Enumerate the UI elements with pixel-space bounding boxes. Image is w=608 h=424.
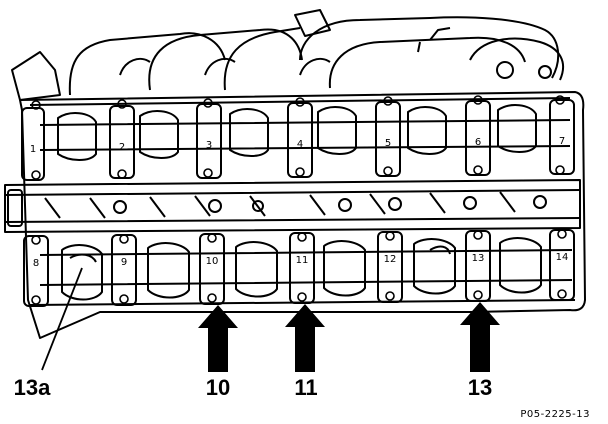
- center-rail: [4, 179, 581, 233]
- callout-13: 13: [468, 375, 492, 400]
- callout-10: 10: [206, 375, 230, 400]
- cap-label-12: 12: [384, 254, 397, 265]
- cap-label-7: 7: [559, 136, 565, 147]
- callout-13a: 13a: [14, 375, 51, 400]
- cap-labels-upper: 1 2 3 4 5 6 7: [30, 136, 565, 155]
- callout-11: 11: [294, 375, 317, 400]
- arrow-up-icon: [460, 302, 500, 372]
- cap-label-6: 6: [475, 137, 481, 148]
- camshaft-lower: [39, 237, 573, 301]
- cap-label-10: 10: [206, 256, 219, 267]
- cap-label-3: 3: [206, 140, 212, 151]
- cap-labels-lower: 8 9 10 11 12 13 14: [33, 252, 569, 269]
- arrow-up-icon: [198, 305, 238, 372]
- cap-label-2: 2: [119, 142, 125, 153]
- arrow-up-icon: [285, 304, 325, 372]
- bearing-caps-lower: [23, 229, 575, 307]
- intake-manifold: [68, 9, 565, 96]
- cap-label-13: 13: [472, 253, 485, 264]
- cap-label-8: 8: [33, 258, 39, 269]
- cap-label-14: 14: [556, 252, 569, 263]
- cap-label-1: 1: [30, 144, 36, 155]
- pointer-arrows: [198, 302, 500, 372]
- cap-label-4: 4: [297, 139, 303, 150]
- cap-label-11: 11: [296, 255, 309, 266]
- figure-code: P05-2225-13: [520, 409, 590, 420]
- bolt-row-top: [31, 95, 565, 180]
- cap-label-9: 9: [121, 257, 127, 268]
- camshaft-upper: [39, 104, 571, 161]
- bearing-caps-upper: [21, 99, 575, 181]
- cap-label-5: 5: [385, 138, 391, 149]
- leader-line-13a: [41, 267, 83, 371]
